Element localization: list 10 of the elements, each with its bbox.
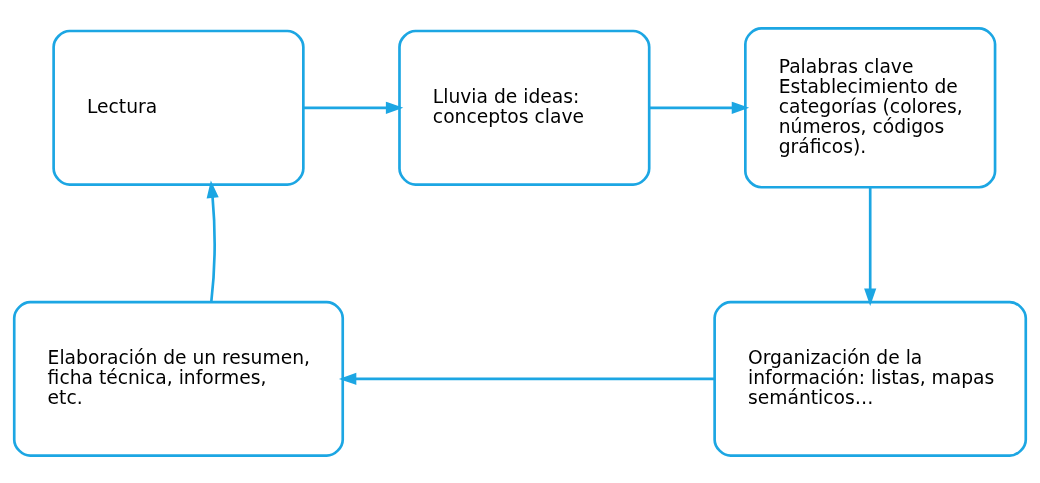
node-box: Lectura	[52, 29, 305, 186]
arrow	[338, 372, 715, 385]
node-box: Lluvia de ideas: conceptos clave	[398, 29, 651, 186]
arrow	[303, 101, 404, 114]
arrow	[649, 101, 750, 114]
node-box: Elaboración de un resumen, ficha técnica, informes, etc.	[12, 300, 345, 457]
node-box: Organización de la información: listas, mapas semánticos…	[713, 300, 1028, 457]
node-box: Palabras clave Establecimiento de categorías (colores, números, códigos gráficos).	[744, 26, 997, 189]
arrow	[864, 187, 877, 306]
arrow	[206, 180, 219, 302]
